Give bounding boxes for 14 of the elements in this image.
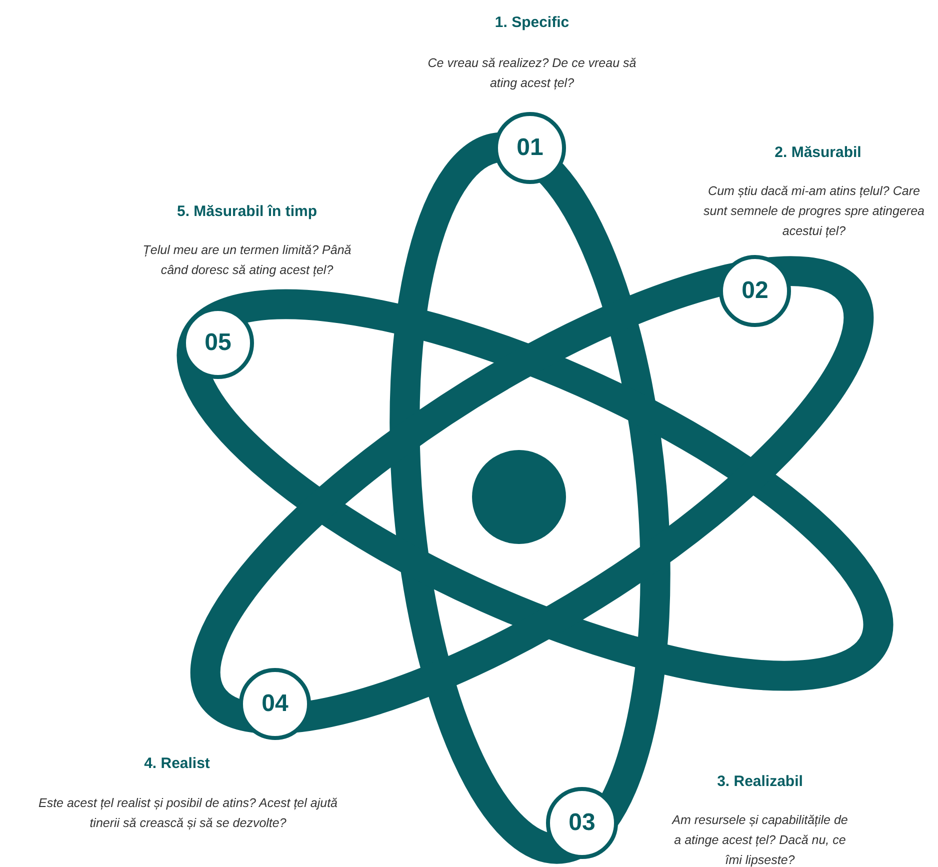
step-heading: 3. Realizabil xyxy=(717,773,803,790)
step-questions: Este acest țel realist și posibil de atins? Acest țel ajută tinerii să crească și să se dezvolte? xyxy=(38,795,338,832)
step-questions: Ce vreau să realizez? De ce vreau să ating acest țel? xyxy=(426,55,638,92)
step-heading: 5. Măsurabil în timp xyxy=(176,203,318,220)
number-circle: 01 xyxy=(494,112,566,184)
step-questions: Țelul meu are un termen limită? Până când doresc să ating acest țel? xyxy=(142,242,352,279)
number-circle: 04 xyxy=(239,668,311,740)
step-questions: Cum știu dacă mi-am atins țelul? Care sunt semnele de progres spre atingerea acestui țel? xyxy=(702,183,926,240)
step-questions: Am resursele și capabilitățile de a atinge acest țel? Dacă nu, ce îmi lipseste? xyxy=(670,812,849,867)
step-heading: 4. Realist xyxy=(144,755,210,772)
step-heading: 1. Specific xyxy=(494,14,570,31)
number-circle: 03 xyxy=(546,787,618,859)
step-heading: 2. Măsurabil xyxy=(774,144,862,161)
number-circle: 02 xyxy=(719,255,791,327)
